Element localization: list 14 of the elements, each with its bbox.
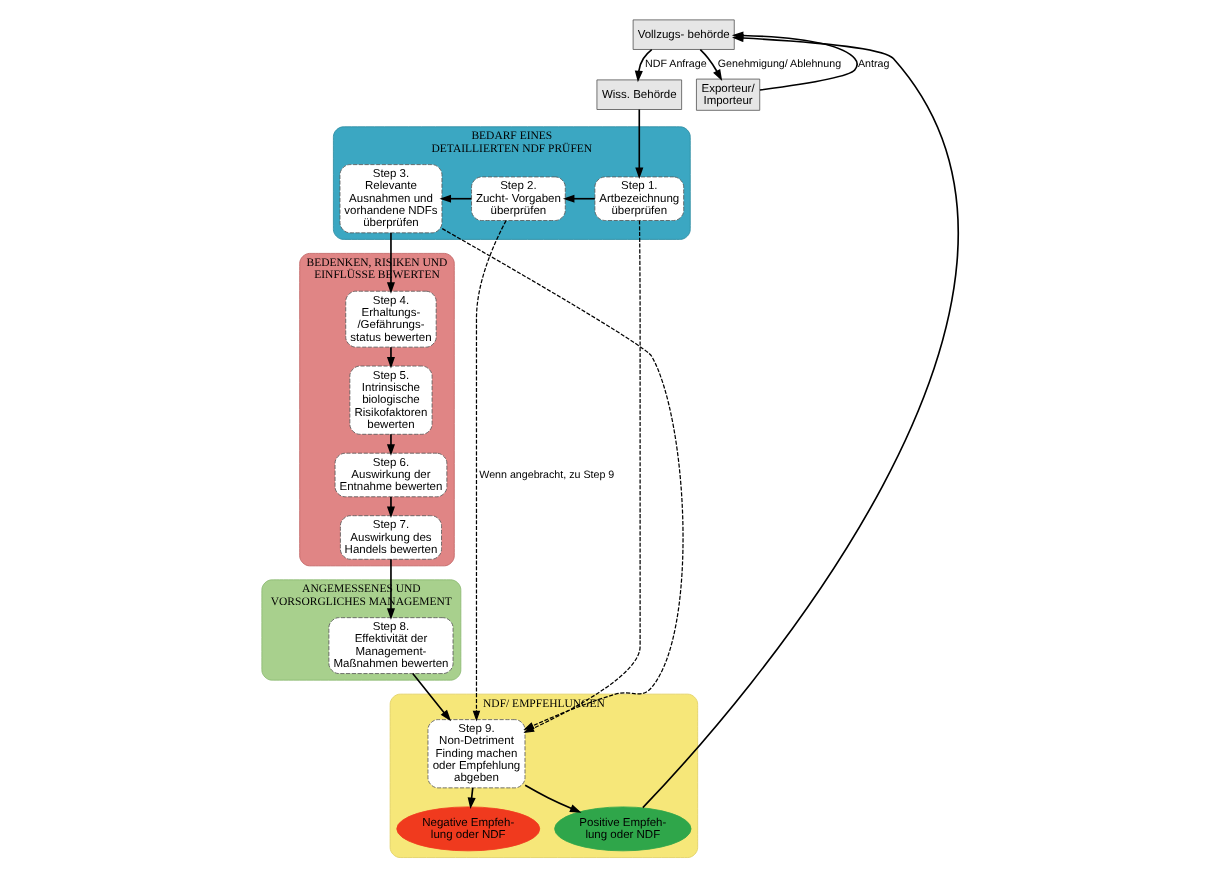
arrow	[386, 232, 395, 294]
arrow	[562, 194, 596, 203]
arrow	[386, 496, 395, 518]
arrow	[411, 672, 452, 722]
arrow	[439, 194, 473, 203]
arrow	[524, 784, 582, 813]
arrow	[386, 558, 395, 620]
arrow	[386, 346, 395, 369]
arrow	[635, 108, 644, 180]
arrow	[634, 48, 653, 83]
arrow	[386, 433, 395, 456]
arrow	[699, 48, 723, 81]
arrow	[472, 220, 507, 722]
arrow	[642, 34, 958, 809]
